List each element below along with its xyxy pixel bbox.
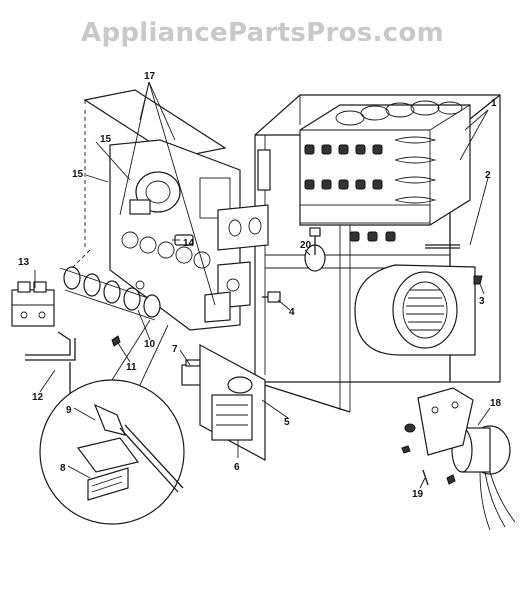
- screw-11: [111, 335, 121, 347]
- side-bracket: [204, 261, 251, 323]
- callout-7: 7: [172, 344, 178, 355]
- leader-lines: [34, 81, 491, 489]
- callout-16: 15: [100, 134, 112, 145]
- small-part-3: [473, 275, 483, 285]
- callout-11: 11: [126, 362, 137, 373]
- callout-labels: 17 15 15 14 13 1 2 3 4 5 6 7 8 9 10 11 1…: [18, 71, 502, 500]
- blower-housing: [354, 264, 476, 356]
- watermark-text: AppliancePartsPros.com: [81, 18, 444, 48]
- callout-20: 20: [300, 240, 312, 251]
- callout-2: 2: [485, 170, 491, 181]
- callout-18: 18: [490, 398, 502, 409]
- callout-10: 10: [144, 339, 156, 350]
- callout-13: 13: [18, 257, 30, 268]
- callout-17: 17: [144, 71, 156, 82]
- gas-pipe: [25, 331, 76, 395]
- callout-15: 15: [72, 169, 84, 180]
- gas-valve: [11, 281, 55, 327]
- callout-4: 4: [289, 307, 295, 318]
- burner-assembly: [59, 266, 161, 321]
- callout-5: 5: [284, 417, 290, 428]
- callout-8: 8: [60, 463, 66, 474]
- callout-3: 3: [479, 296, 485, 307]
- motor-mount: [401, 387, 474, 486]
- control-panel: [199, 343, 266, 462]
- inducer-motor: [129, 171, 181, 215]
- bracket-strip: [217, 149, 271, 251]
- dashed-guides: [69, 110, 91, 271]
- callout-12: 12: [32, 392, 44, 403]
- limit-switch: [304, 227, 326, 272]
- heat-exchanger: [299, 100, 471, 249]
- callout-6: 6: [234, 462, 240, 473]
- small-part-4: [262, 291, 281, 303]
- callout-14: 14: [183, 238, 195, 249]
- detail-circle: [39, 319, 185, 525]
- callout-9: 9: [66, 405, 72, 416]
- callout-19: 19: [412, 489, 424, 500]
- callout-1: 1: [491, 98, 497, 109]
